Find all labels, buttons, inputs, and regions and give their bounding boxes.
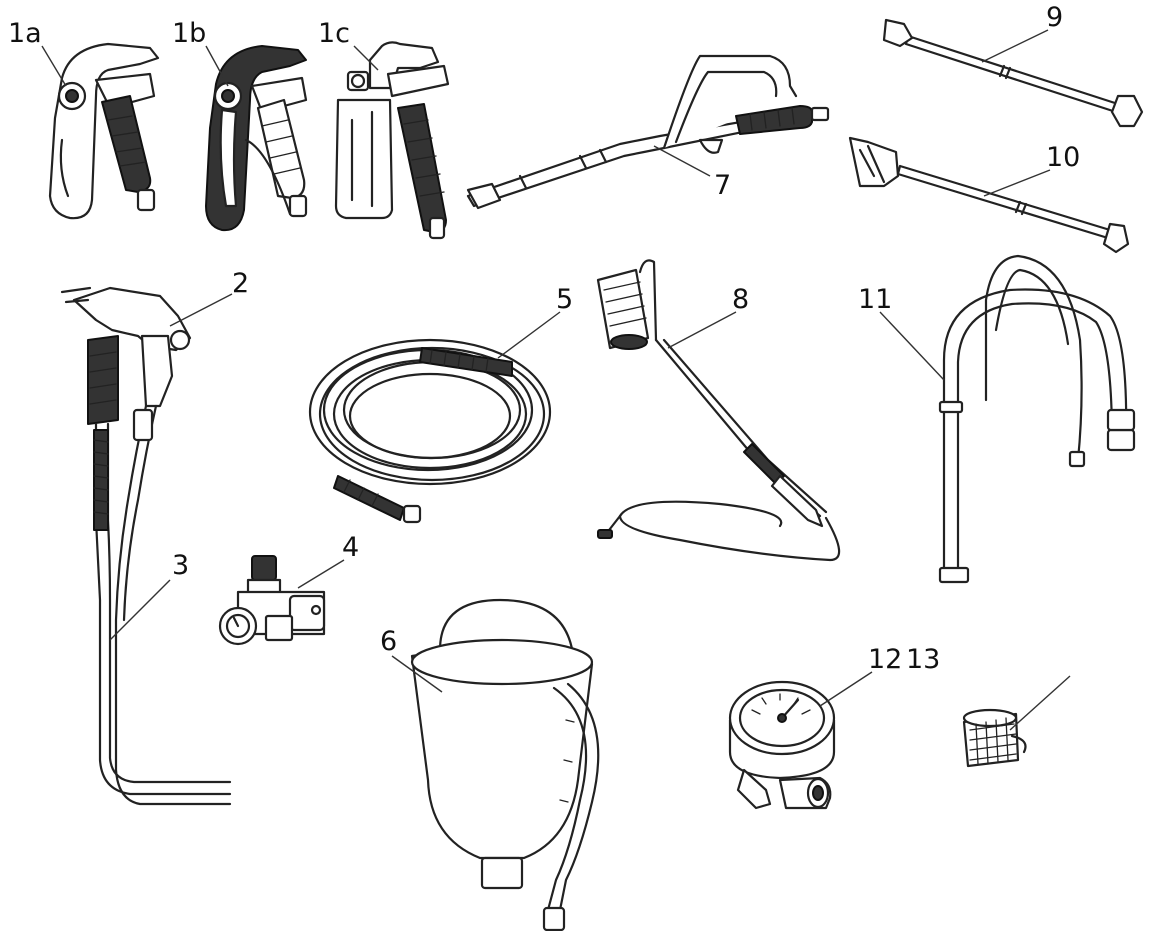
leader-9 bbox=[981, 29, 1049, 63]
spray-gun-1b bbox=[205, 45, 308, 232]
roller-8 bbox=[596, 259, 841, 562]
regulator-4 bbox=[218, 555, 326, 646]
label-12: 12 bbox=[868, 644, 902, 675]
hose-coil-5 bbox=[308, 338, 552, 524]
gun-and-hose-2-3 bbox=[60, 286, 232, 806]
pressure-gauge-12 bbox=[728, 680, 836, 810]
leader-10 bbox=[983, 169, 1051, 197]
label-8: 8 bbox=[732, 284, 749, 315]
label-11: 11 bbox=[858, 284, 892, 315]
label-9: 9 bbox=[1046, 2, 1063, 33]
leader-12 bbox=[819, 671, 873, 707]
label-2: 2 bbox=[232, 268, 249, 299]
leader-4 bbox=[297, 559, 345, 589]
label-13: 13 bbox=[906, 644, 940, 675]
label-5: 5 bbox=[556, 284, 573, 315]
label-10: 10 bbox=[1046, 142, 1080, 173]
leader-7 bbox=[653, 145, 711, 177]
extension-9 bbox=[882, 18, 1144, 128]
label-1a: 1a bbox=[8, 18, 42, 49]
leader-6 bbox=[391, 655, 443, 693]
label-1b: 1b bbox=[172, 18, 206, 49]
leader-11 bbox=[879, 311, 945, 381]
spray-gun-1a bbox=[48, 42, 160, 220]
leader-1a bbox=[41, 45, 67, 87]
label-1c: 1c bbox=[318, 18, 350, 49]
leader-1b bbox=[205, 45, 229, 87]
leader-1c bbox=[353, 45, 379, 71]
leader-5 bbox=[497, 311, 561, 359]
label-3: 3 bbox=[172, 550, 189, 581]
leader-13 bbox=[1009, 675, 1071, 731]
pole-gun-7 bbox=[466, 54, 830, 210]
leader-2 bbox=[169, 293, 233, 327]
label-7: 7 bbox=[714, 170, 731, 201]
extension-10 bbox=[848, 136, 1130, 254]
suction-tubes-11 bbox=[938, 254, 1136, 584]
label-6: 6 bbox=[380, 626, 397, 657]
spray-gun-1c bbox=[334, 41, 450, 240]
leader-8 bbox=[667, 311, 737, 349]
filter-13 bbox=[962, 708, 1027, 768]
leader-3 bbox=[109, 579, 171, 641]
label-4: 4 bbox=[342, 532, 359, 563]
paint-cup-6 bbox=[410, 598, 600, 931]
